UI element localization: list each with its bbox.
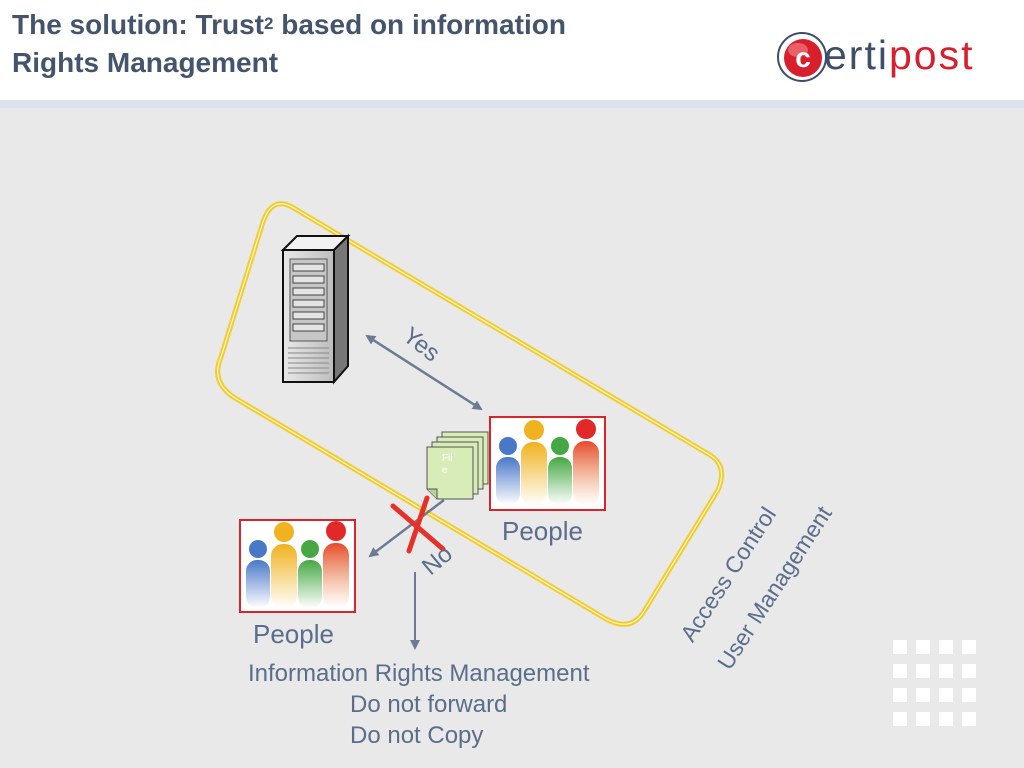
people-icon-bottom bbox=[239, 519, 356, 613]
slide-header: The solution: Trust2 based on informatio… bbox=[0, 0, 1024, 100]
header-divider bbox=[0, 100, 1024, 108]
title-text-a: The solution: Trust bbox=[12, 9, 264, 40]
trust-boundary-highlight bbox=[217, 203, 723, 625]
people-label-top: People bbox=[502, 516, 583, 546]
file-stack-icon bbox=[426, 431, 489, 500]
irm-description: Information Rights Management Do not for… bbox=[246, 658, 616, 751]
irm-line-3: Do not Copy bbox=[350, 722, 484, 749]
file-label: Fil e bbox=[442, 453, 453, 477]
file-label-line-1: Fil bbox=[442, 453, 453, 464]
title-superscript: 2 bbox=[264, 14, 274, 33]
no-arrow bbox=[368, 499, 445, 558]
yes-arrow bbox=[365, 334, 483, 411]
irm-line-1: Information Rights Management bbox=[248, 660, 590, 687]
deny-x-icon bbox=[390, 495, 446, 554]
people-icon-top bbox=[489, 416, 606, 511]
grid-decoration-icon bbox=[893, 640, 976, 726]
logo-c-letter: c bbox=[795, 42, 811, 73]
logo-wordmark: ertipost bbox=[824, 30, 974, 80]
irm-line-2: Do not forward bbox=[350, 691, 508, 718]
file-label-line-2: e bbox=[442, 465, 448, 476]
certipost-logo: c ertipost bbox=[776, 30, 996, 86]
logo-c-icon: c bbox=[777, 32, 827, 82]
slide-title: The solution: Trust2 based on informatio… bbox=[12, 6, 566, 82]
server-icon bbox=[280, 233, 351, 385]
title-line-1: The solution: Trust2 based on informatio… bbox=[12, 6, 566, 44]
logo-post: post bbox=[888, 32, 975, 78]
title-line-2: Rights Management bbox=[12, 47, 279, 78]
logo-ert: erti bbox=[824, 32, 889, 78]
title-text-b: based on information bbox=[273, 9, 566, 40]
people-label-bottom: People bbox=[253, 619, 334, 649]
